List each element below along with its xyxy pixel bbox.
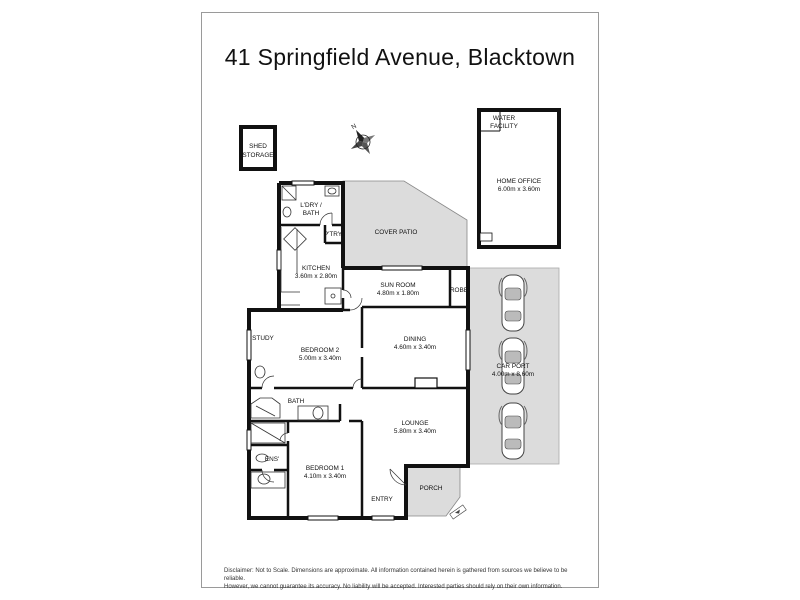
sun-room-label: SUN ROOM	[380, 282, 415, 289]
robe-label: ROBE	[450, 287, 468, 294]
car-port-label: CAR PORT	[497, 363, 530, 370]
lounge-label: LOUNGE	[402, 420, 429, 427]
entry-label: ENTRY	[371, 496, 393, 503]
property-address-title: 41 Springfield Avenue, Blacktown	[224, 44, 576, 70]
laundry-label-2: BATH	[303, 210, 320, 217]
home-office-label: HOME OFFICE	[497, 178, 541, 185]
house-interior-walls	[249, 223, 468, 518]
shed-structure	[239, 125, 277, 171]
cover-patio-label: COVER PATIO	[375, 229, 418, 236]
shed-label-1: SHED	[249, 143, 267, 150]
kitchen-dims: 3.60m x 2.80m	[295, 273, 337, 280]
home-office-structure	[477, 108, 561, 249]
pantry-label: P'TRY	[324, 231, 343, 238]
bath-label: BATH	[288, 398, 305, 405]
compass-rose-icon: N	[350, 123, 376, 155]
porch-step-icon	[449, 504, 467, 520]
door-swings	[261, 212, 407, 486]
svg-text:N: N	[350, 123, 358, 132]
car-top-view-2	[498, 337, 528, 395]
cover-patio-area	[342, 180, 468, 269]
disclaimer-line-1: Disclaimer: Not to Scale. Dimensions are…	[224, 568, 568, 582]
car-port-dims: 4.00m x 8.60m	[492, 371, 534, 378]
bedroom-2-label: BEDROOM 2	[301, 347, 340, 354]
sun-room-dims: 4.80m x 1.80m	[377, 290, 419, 297]
fireplace	[414, 377, 438, 389]
dining-label: DINING	[404, 336, 426, 343]
car-top-view-3	[498, 402, 528, 460]
shed-label-2: STORAGE	[242, 152, 273, 159]
laundry-label-1: L'DRY /	[300, 202, 322, 209]
water-facility-label-1: WATER	[493, 115, 516, 122]
bathroom-fixtures	[250, 365, 329, 489]
bedroom-1-dims: 4.10m x 3.40m	[304, 473, 346, 480]
bedroom-1-label: BEDROOM 1	[306, 465, 345, 472]
water-facility-label-2: FACILITY	[490, 123, 518, 130]
home-office-dims: 6.00m x 3.60m	[498, 186, 540, 193]
kitchen-benches	[280, 227, 342, 306]
dining-dims: 4.60m x 3.40m	[394, 344, 436, 351]
bedroom-2-dims: 5.00m x 3.40m	[299, 355, 341, 362]
lounge-dims: 5.80m x 3.40m	[394, 428, 436, 435]
laundry-fixtures	[281, 185, 340, 218]
car-top-view-1	[498, 274, 528, 332]
study-label: STUDY	[252, 335, 274, 342]
windows	[246, 180, 471, 521]
ensuite-label: ENS'	[265, 456, 279, 463]
porch-label: PORCH	[419, 485, 442, 492]
disclaimer: Disclaimer: Not to Scale. Dimensions are…	[224, 567, 584, 591]
disclaimer-line-2: However, we cannot guarantee its accurac…	[224, 584, 563, 590]
kitchen-label: KITCHEN	[302, 265, 330, 272]
